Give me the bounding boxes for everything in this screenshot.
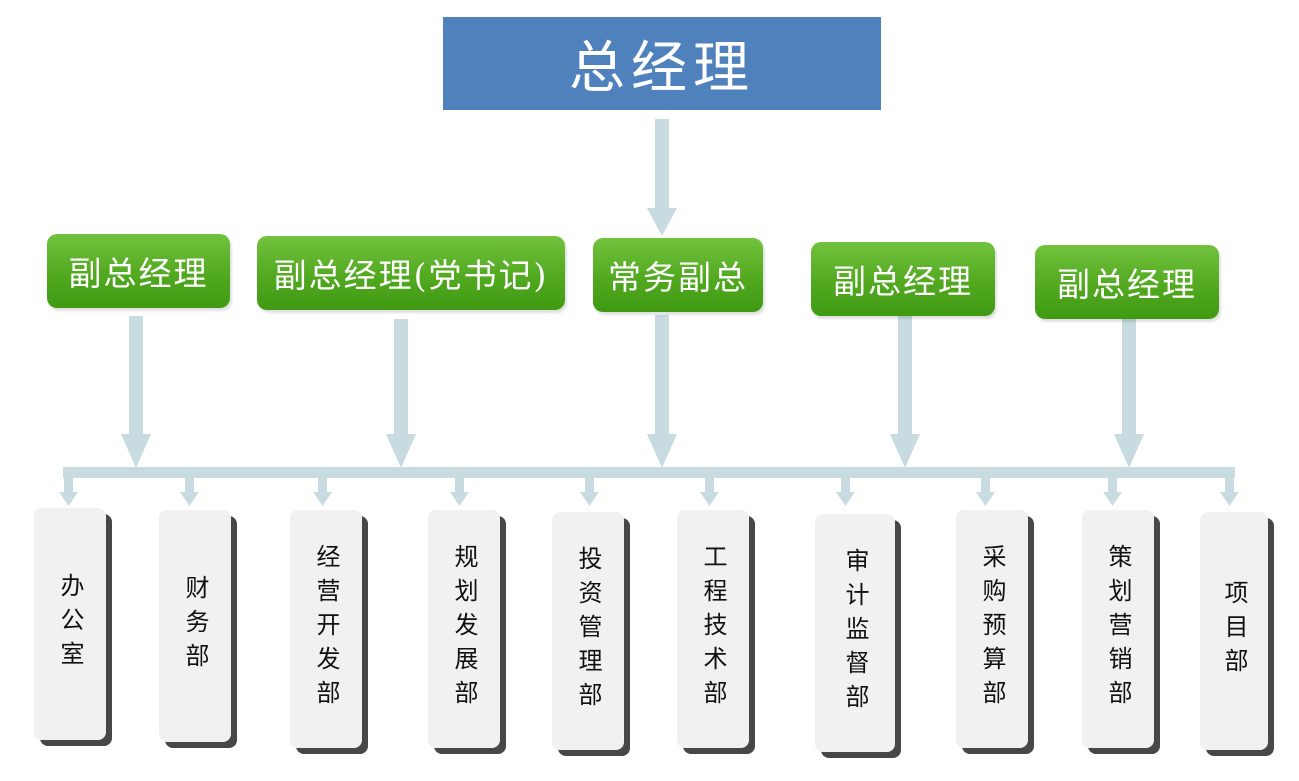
department-label: 办公室	[56, 573, 84, 675]
manager-box-3: 常务副总	[593, 238, 763, 312]
arrow-top-head	[647, 208, 677, 236]
general-manager-box: 总经理	[443, 17, 881, 110]
department-label: 采购预算部	[978, 544, 1006, 714]
department-label: 工程技术部	[699, 544, 727, 714]
department-box-2: 财务部	[159, 510, 231, 742]
department-box-10: 项目部	[1200, 512, 1268, 750]
department-box-1: 办公室	[34, 508, 106, 740]
arrow-m3-head	[647, 434, 677, 468]
department-label: 项目部	[1220, 580, 1248, 682]
department-box-5: 投资管理部	[552, 512, 624, 750]
department-box-9: 策划营销部	[1082, 510, 1154, 748]
bus-line	[63, 467, 1235, 478]
department-label: 策划营销部	[1104, 544, 1132, 714]
department-label: 经营开发部	[312, 544, 340, 714]
department-label: 审计监督部	[841, 548, 869, 718]
manager-box-2: 副总经理(党书记)	[257, 236, 565, 310]
manager-label: 副总经理	[1057, 265, 1197, 304]
department-label: 规划发展部	[450, 544, 478, 714]
department-box-3: 经营开发部	[290, 510, 362, 748]
arrow-m3-shaft	[655, 315, 669, 436]
manager-box-1: 副总经理	[47, 234, 230, 308]
arrow-m2-head	[386, 434, 416, 468]
arrow-m5-shaft	[1122, 313, 1136, 436]
dept-drops	[59, 476, 1239, 506]
manager-label: 副总经理	[68, 254, 209, 293]
general-manager-label: 总经理	[569, 36, 755, 101]
manager-label: 副总经理	[833, 262, 973, 301]
manager-box-5: 副总经理	[1035, 245, 1219, 319]
department-box-7: 审计监督部	[815, 514, 895, 752]
department-box-4: 规划发展部	[428, 510, 500, 748]
manager-label: 常务副总	[608, 258, 748, 297]
arrow-m2-shaft	[394, 319, 408, 436]
arrow-m5-head	[1114, 434, 1144, 468]
department-label: 投资管理部	[574, 546, 602, 716]
department-box-8: 采购预算部	[956, 510, 1028, 748]
manager-box-4: 副总经理	[811, 242, 995, 316]
arrow-m1-shaft	[129, 316, 143, 436]
arrow-top-shaft	[655, 119, 669, 209]
department-box-6: 工程技术部	[677, 510, 749, 748]
arrow-m4-shaft	[898, 314, 912, 436]
arrow-m4-head	[890, 434, 920, 468]
arrow-m1-head	[121, 434, 151, 468]
department-label: 财务部	[181, 575, 209, 677]
manager-label: 副总经理(党书记)	[273, 256, 549, 295]
